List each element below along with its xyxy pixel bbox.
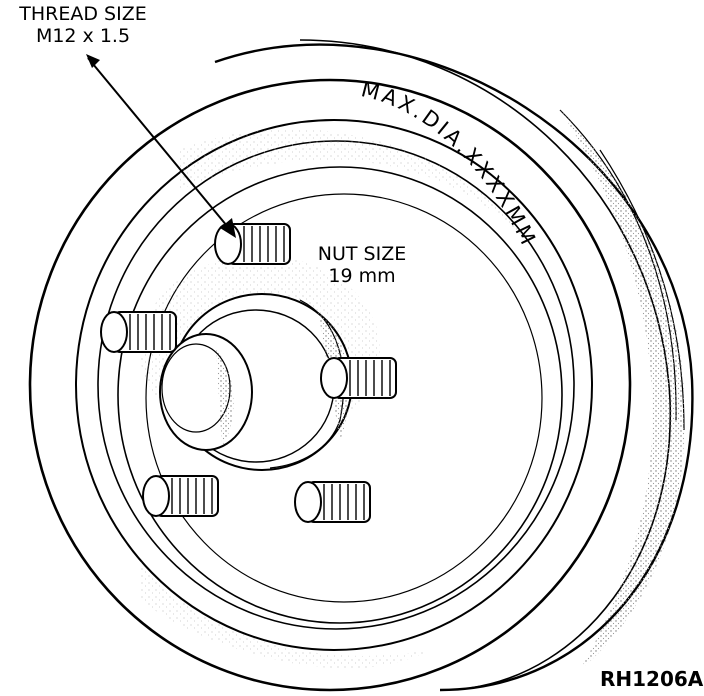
grease-cap [159,333,253,451]
wheel-stud-right [320,357,397,399]
braking-surface-shading [180,128,540,260]
wheel-stud-left [100,311,177,353]
drum-outer-rim [28,78,632,692]
thread-size-leader-arrow [86,54,236,238]
nut-size-title: NUT SIZE [317,243,407,265]
wheel-stud-bottom-right [294,481,371,523]
lower-band-shading [140,560,430,669]
nut-size-value: 19 mm [328,264,396,287]
drum-face [117,166,563,624]
nut-size-label: NUT SIZE 19 mm [296,243,428,288]
drum-face-inner [145,193,543,603]
drum-side-shading [560,110,685,670]
thread-size-label: THREAD SIZE M12 x 1.5 [8,3,158,48]
wheel-stud-bottom-left [142,475,219,517]
thread-size-value: M12 x 1.5 [35,24,131,47]
drum-rim-step [75,119,593,651]
figure-id: RH1206A [600,667,704,691]
wheel-stud-top [214,223,291,265]
thread-size-title: THREAD SIZE [19,3,147,25]
